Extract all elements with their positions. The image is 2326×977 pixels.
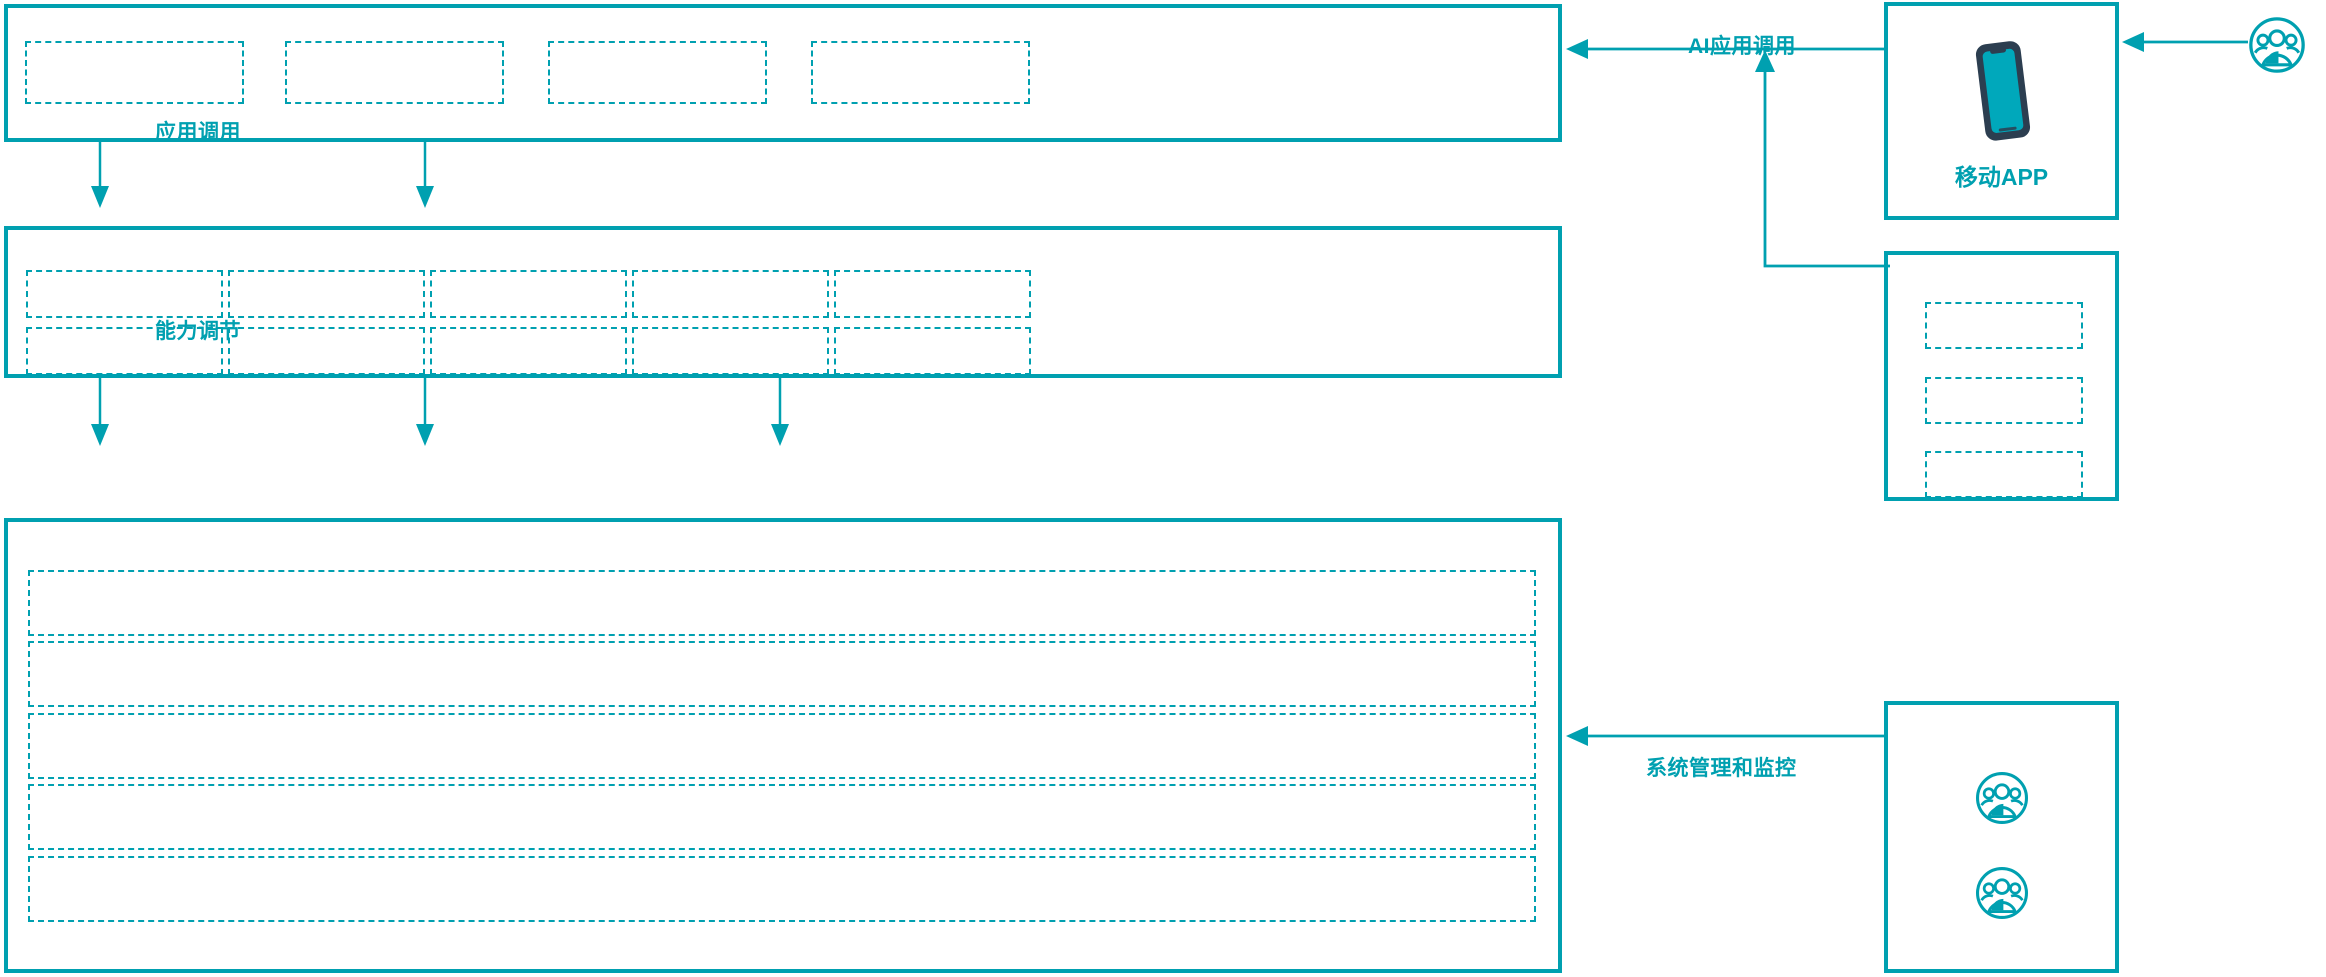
capability-slot-3[interactable] bbox=[430, 270, 627, 318]
infrastructure-slot-5[interactable] bbox=[28, 856, 1536, 922]
application-slot-4[interactable] bbox=[811, 41, 1030, 104]
capability-slot-10[interactable] bbox=[834, 327, 1031, 375]
application-slot-1[interactable] bbox=[25, 41, 244, 104]
infrastructure-slot-4[interactable] bbox=[28, 784, 1536, 850]
connector-capability-tune-label: 能力调节 bbox=[155, 320, 241, 343]
connector-app-call-label: 应用调用 bbox=[155, 121, 241, 144]
infrastructure-slot-1[interactable] bbox=[28, 570, 1536, 636]
connector-system-monitor-label: 系统管理和监控 bbox=[1646, 757, 1797, 780]
connector-system-monitor bbox=[1560, 725, 1890, 746]
connector-capability-tune bbox=[80, 378, 840, 448]
channel-slot-2[interactable] bbox=[1925, 377, 2083, 424]
connector-ai-app-call-label: AI应用调用 bbox=[1688, 35, 1796, 58]
capability-slot-2[interactable] bbox=[228, 270, 425, 318]
user-group-icon bbox=[1973, 864, 2031, 922]
application-slot-3[interactable] bbox=[548, 41, 767, 104]
capability-slot-6[interactable] bbox=[26, 327, 223, 375]
application-slot-2[interactable] bbox=[285, 41, 504, 104]
capability-slot-8[interactable] bbox=[430, 327, 627, 375]
user-group-icon bbox=[1973, 769, 2031, 827]
capability-slot-9[interactable] bbox=[632, 327, 829, 375]
external-user-icon bbox=[2246, 14, 2308, 76]
channel-panel[interactable] bbox=[1884, 251, 2119, 501]
mobile-phone-icon bbox=[1964, 36, 2040, 146]
capability-slot-4[interactable] bbox=[632, 270, 829, 318]
connector-user-to-mobile bbox=[2120, 22, 2250, 62]
infrastructure-slot-3[interactable] bbox=[28, 713, 1536, 779]
connector-channel-up bbox=[1640, 48, 1900, 270]
infrastructure-slot-2[interactable] bbox=[28, 641, 1536, 707]
application-layer bbox=[4, 4, 1562, 142]
mobile-app-panel[interactable]: 移动APP bbox=[1884, 2, 2119, 220]
capability-slot-5[interactable] bbox=[834, 270, 1031, 318]
connector-app-call bbox=[80, 142, 480, 210]
operations-panel[interactable] bbox=[1884, 701, 2119, 973]
mobile-app-panel-label: 移动APP bbox=[1954, 164, 2049, 190]
capability-layer bbox=[4, 226, 1562, 378]
capability-slot-1[interactable] bbox=[26, 270, 223, 318]
capability-slot-7[interactable] bbox=[228, 327, 425, 375]
channel-slot-1[interactable] bbox=[1925, 302, 2083, 349]
infrastructure-layer bbox=[4, 518, 1562, 973]
channel-slot-3[interactable] bbox=[1925, 451, 2083, 498]
